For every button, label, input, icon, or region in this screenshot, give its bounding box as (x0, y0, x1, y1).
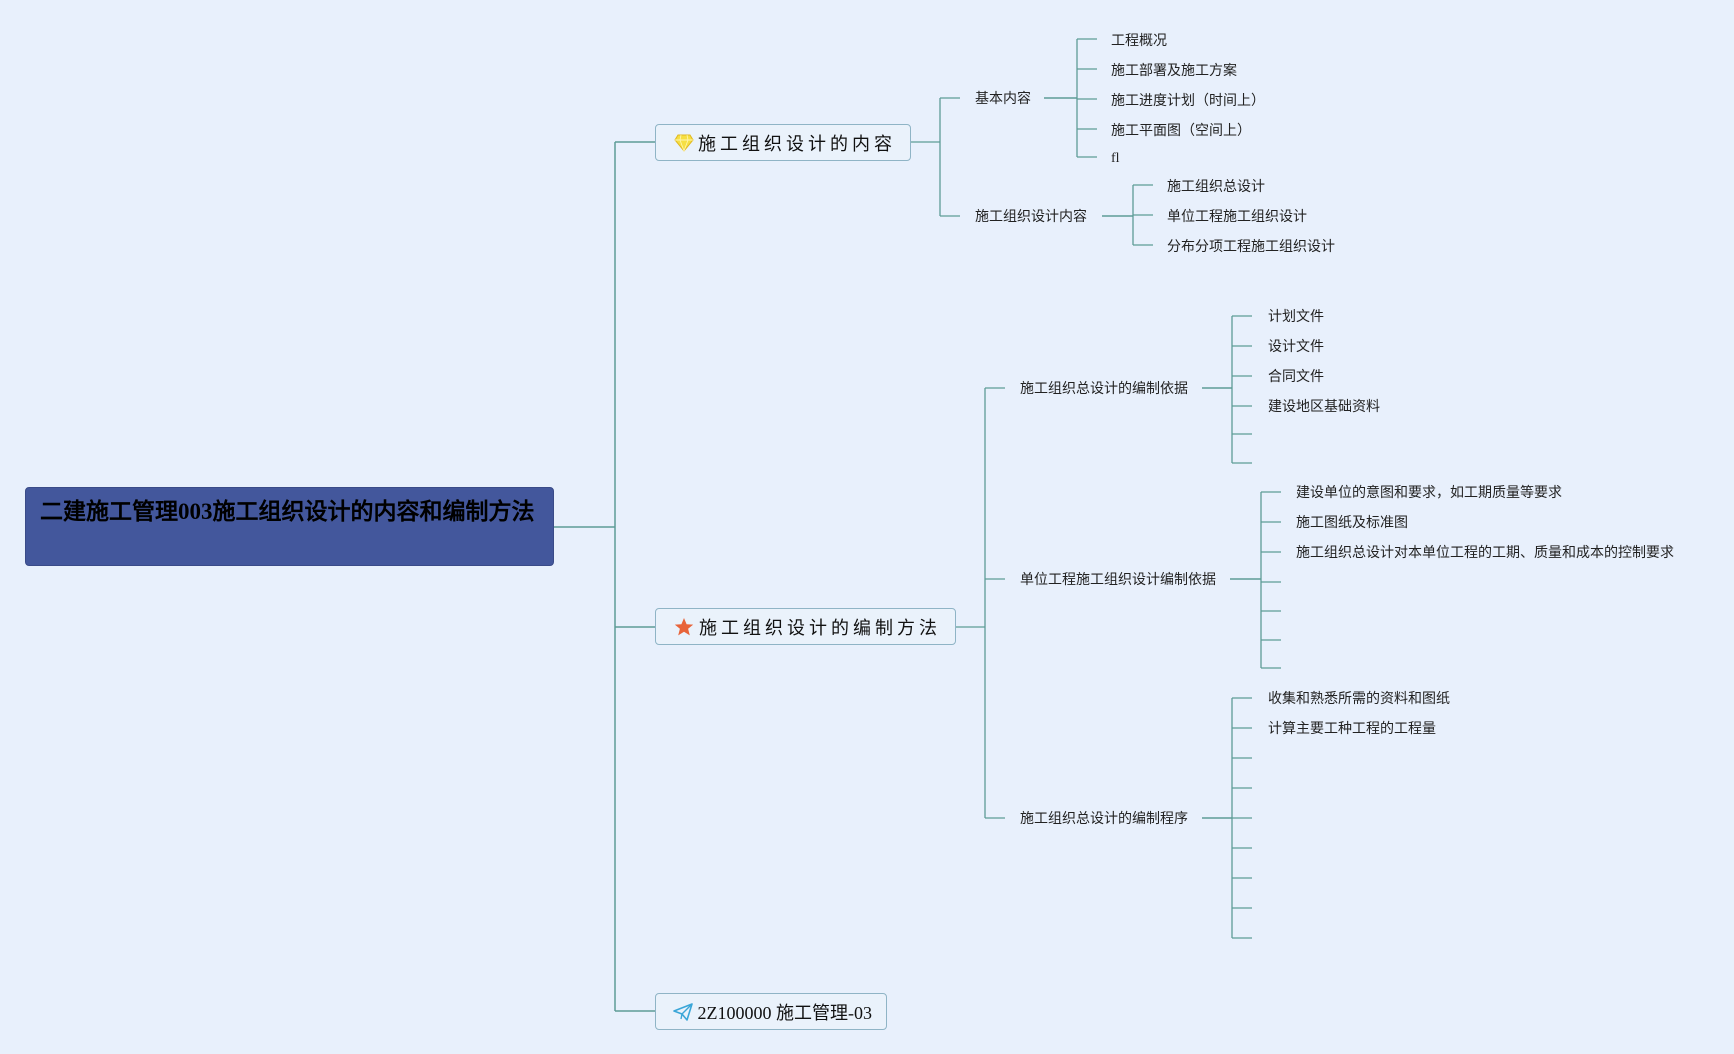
leaf-item[interactable]: 施工进度计划（时间上） (1111, 93, 1265, 109)
leaf-item[interactable]: 计算主要工种工程的工程量 (1268, 721, 1436, 737)
leaf-item[interactable]: 分布分项工程施工组织设计 (1167, 239, 1335, 255)
leaf-item[interactable]: 收集和熟悉所需的资料和图纸 (1268, 691, 1450, 707)
branch-label: 施工组织设计的编制方法 (699, 617, 941, 639)
star-icon (673, 616, 695, 638)
leaf-item[interactable]: 施工平面图（空间上） (1111, 123, 1251, 139)
root-title: 二建施工管理003施工组织设计的内容和编制方法 (40, 499, 535, 524)
leaf-item[interactable]: 施工部署及施工方案 (1111, 63, 1237, 79)
branch-methods[interactable]: 施工组织设计的编制方法 (655, 608, 956, 645)
diamond-icon (673, 132, 694, 154)
branch-contents[interactable]: 施工组织设计的内容 (655, 124, 911, 161)
leaf-item[interactable]: 施工组织总设计 (1167, 179, 1265, 195)
node-basic-content[interactable]: 基本内容 (975, 91, 1031, 107)
node-general-basis[interactable]: 施工组织总设计的编制依据 (1020, 381, 1188, 397)
leaf-item[interactable]: fl (1111, 151, 1120, 166)
leaf-item[interactable]: 施工组织总设计对本单位工程的工期、质量和成本的控制要求 (1296, 545, 1674, 561)
leaf-item[interactable]: 合同文件 (1268, 369, 1324, 385)
leaf-item[interactable]: 工程概况 (1111, 33, 1167, 49)
node-unit-basis[interactable]: 单位工程施工组织设计编制依据 (1020, 572, 1216, 588)
root-topic[interactable]: 二建施工管理003施工组织设计的内容和编制方法 (25, 487, 554, 566)
node-design-content[interactable]: 施工组织设计内容 (975, 209, 1087, 225)
leaf-item[interactable]: 单位工程施工组织设计 (1167, 209, 1307, 225)
paper-plane-icon (673, 1001, 694, 1023)
leaf-item[interactable]: 设计文件 (1268, 339, 1324, 355)
leaf-item[interactable]: 建设地区基础资料 (1268, 399, 1380, 415)
leaf-item[interactable]: 建设单位的意图和要求，如工期质量等要求 (1296, 485, 1562, 501)
branch-management[interactable]: 2Z100000 施工管理-03 (655, 993, 887, 1030)
branch-label: 施工组织设计的内容 (698, 133, 896, 155)
node-general-procedure[interactable]: 施工组织总设计的编制程序 (1020, 811, 1188, 827)
leaf-item[interactable]: 计划文件 (1268, 309, 1324, 325)
leaf-item[interactable]: 施工图纸及标准图 (1296, 515, 1408, 531)
branch-label: 2Z100000 施工管理-03 (697, 1002, 873, 1023)
